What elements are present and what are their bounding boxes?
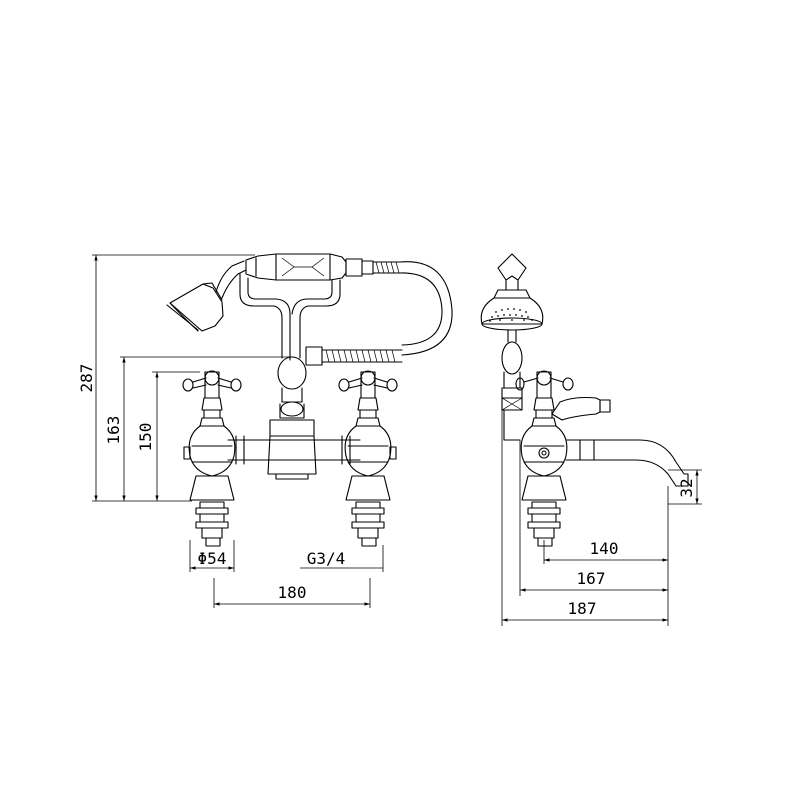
dim-140-label: 140: [590, 539, 619, 558]
handset-assembly: [166, 253, 453, 366]
dim-150-label: 150: [136, 423, 155, 452]
central-riser: [269, 356, 315, 437]
side-valve: [515, 370, 689, 547]
shower-rose-holes: [489, 308, 533, 322]
side-view: 32 140 167 187: [480, 253, 702, 626]
side-handset: [480, 253, 544, 441]
side-dimensions: 32 140 167 187: [501, 410, 702, 626]
front-height-dimensions: 287 163 150: [77, 254, 290, 502]
dim-287-label: 287: [77, 364, 96, 393]
dim-167-label: 167: [577, 569, 606, 588]
dim-187-label: 187: [568, 599, 597, 618]
dim-diameter-label: Φ54: [198, 549, 227, 568]
right-valve: [338, 370, 398, 547]
dim-32-label: 32: [677, 478, 696, 497]
dim-centres-label: 180: [278, 583, 307, 602]
front-view: 287 163 150: [77, 253, 453, 608]
left-valve: [182, 370, 242, 547]
dim-thread-label: G3/4: [307, 549, 346, 568]
dim-163-label: 163: [104, 416, 123, 445]
front-base-dimensions: Φ54 G3/4 180: [189, 540, 384, 608]
bridge-body: [227, 435, 361, 480]
